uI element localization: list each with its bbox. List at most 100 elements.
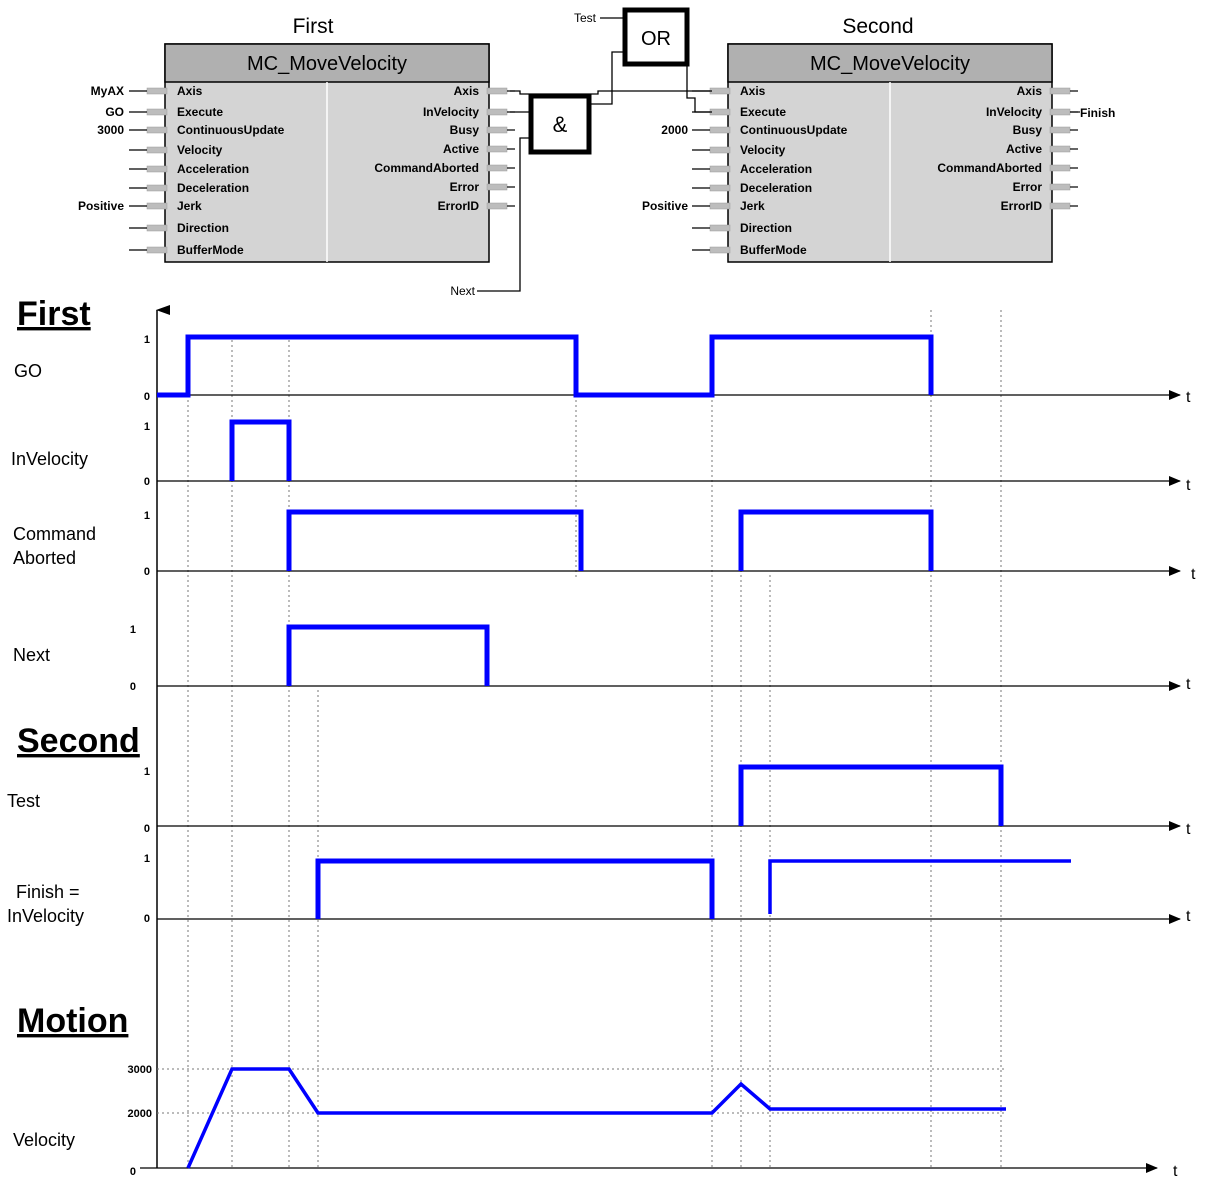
- test-label: Test: [7, 791, 40, 811]
- fb-input-pin: Jerk: [740, 199, 765, 213]
- fb-input-pin: ContinuousUpdate: [740, 123, 848, 137]
- fb-input-pin: ContinuousUpdate: [177, 123, 285, 137]
- finish-waveform-2: [768, 859, 1071, 914]
- fb-output-pin: ErrorID: [438, 199, 480, 213]
- fb-input-pin: Direction: [177, 221, 229, 235]
- fb-output-pin: Busy: [1013, 123, 1043, 137]
- time-axes: [157, 390, 1181, 1173]
- test-waveform: [738, 764, 1004, 826]
- invelocity-label: InVelocity: [11, 449, 88, 469]
- t-label: t: [1186, 389, 1191, 406]
- fb-input-value: MyAX: [91, 84, 124, 98]
- command-aborted-label-2: Aborted: [13, 548, 76, 568]
- fb-input-pin: Direction: [740, 221, 792, 235]
- section-second-heading: Second: [17, 722, 140, 760]
- next-waveform: [286, 624, 490, 686]
- fb-output-pin: Error: [1013, 180, 1043, 194]
- or-gate: OR: [622, 7, 690, 67]
- fb-output-pin: Error: [450, 180, 480, 194]
- invelocity-waveform: [229, 419, 292, 481]
- level-low: 0: [130, 681, 136, 693]
- fb-input-pin: Velocity: [740, 143, 786, 157]
- fb-output-pin: Active: [1006, 142, 1042, 156]
- fb-input-pin: Velocity: [177, 143, 223, 157]
- fb-output-pin: ErrorID: [1001, 199, 1043, 213]
- block-title: Second: [842, 15, 913, 38]
- command-aborted-label-1: Command: [13, 524, 96, 544]
- velocity-ticks: 3000 2000 0: [128, 1064, 157, 1178]
- fb-input-pin: Execute: [177, 105, 223, 119]
- finish-waveform: [315, 858, 715, 919]
- t-label: t: [1186, 908, 1191, 925]
- t-label: t: [1186, 477, 1191, 494]
- fb-input-value: GO: [105, 105, 124, 119]
- level-labels: 1 0 1 0 1 0 1 0 1 0 1 0: [130, 334, 150, 925]
- go-label: GO: [14, 361, 42, 381]
- section-first-heading: First: [17, 295, 91, 333]
- fb-input-pin: Axis: [177, 84, 203, 98]
- command-aborted-waveform-2: [738, 509, 934, 571]
- signal-names: GO InVelocity Command Aborted Next Test …: [7, 361, 96, 1150]
- velocity-label: Velocity: [13, 1130, 75, 1150]
- level-high: 1: [130, 624, 136, 636]
- and-gate: &: [528, 93, 592, 155]
- or-gate-label: OR: [641, 28, 671, 50]
- go-waveform: [157, 334, 934, 398]
- level-low: 0: [144, 566, 150, 578]
- fb-input-value: 3000: [97, 123, 124, 137]
- fb-output-pin: Axis: [454, 84, 480, 98]
- level-low: 0: [144, 823, 150, 835]
- fb-input-value: Positive: [642, 199, 688, 213]
- second-function-block: MC_MoveVelocity SecondAxisExecuteContinuo…: [642, 15, 1115, 263]
- fb-input-pin: Acceleration: [740, 162, 812, 176]
- fb-output-pin: CommandAborted: [374, 161, 479, 175]
- finish-label-2: InVelocity: [7, 906, 84, 926]
- level-high: 1: [144, 766, 150, 778]
- level-high: 1: [144, 421, 150, 433]
- level-low: 0: [144, 391, 150, 403]
- fb-name: MC_MoveVelocity: [810, 53, 970, 75]
- tick-0: 0: [130, 1166, 136, 1178]
- level-high: 1: [144, 510, 150, 522]
- block-title: First: [293, 15, 334, 38]
- fb-input-pin: Deceleration: [177, 181, 249, 195]
- and-gate-label: &: [553, 112, 568, 137]
- fb-input-pin: BufferMode: [177, 243, 244, 257]
- fb-output-pin: CommandAborted: [937, 161, 1042, 175]
- fb-input-pin: Execute: [740, 105, 786, 119]
- command-aborted-waveform: [286, 509, 584, 571]
- level-low: 0: [144, 913, 150, 925]
- t-label: t: [1191, 566, 1196, 583]
- t-labels: t t t t t t t: [1173, 389, 1196, 1180]
- next-signal-label: Next: [450, 284, 475, 298]
- tick-3000: 3000: [128, 1064, 152, 1076]
- fb-input-pin: Deceleration: [740, 181, 812, 195]
- level-low: 0: [144, 476, 150, 488]
- connection-wires: [477, 17, 712, 292]
- waveforms: [157, 334, 1071, 1169]
- section-motion-heading: Motion: [17, 1002, 128, 1040]
- fb-input-value: Positive: [78, 199, 124, 213]
- time-guides: [157, 310, 1005, 1168]
- t-label: t: [1186, 821, 1191, 838]
- t-label: t: [1173, 1163, 1178, 1180]
- fb-output-pin: InVelocity: [423, 105, 479, 119]
- fb-input-pin: Jerk: [177, 199, 202, 213]
- fb-name: MC_MoveVelocity: [247, 53, 407, 75]
- level-high: 1: [144, 334, 150, 346]
- fb-output-pin: Busy: [450, 123, 480, 137]
- fb-output-pin: Axis: [1017, 84, 1043, 98]
- fb-input-pin: BufferMode: [740, 243, 807, 257]
- finish-label-1: Finish =: [16, 882, 80, 902]
- t-label: t: [1186, 676, 1191, 693]
- fb-input-value: 2000: [661, 123, 688, 137]
- test-signal-label: Test: [574, 11, 597, 25]
- fb-output-value: Finish: [1080, 106, 1115, 120]
- fb-output-pin: Active: [443, 142, 479, 156]
- fb-input-pin: Axis: [740, 84, 766, 98]
- fb-output-pin: InVelocity: [986, 105, 1042, 119]
